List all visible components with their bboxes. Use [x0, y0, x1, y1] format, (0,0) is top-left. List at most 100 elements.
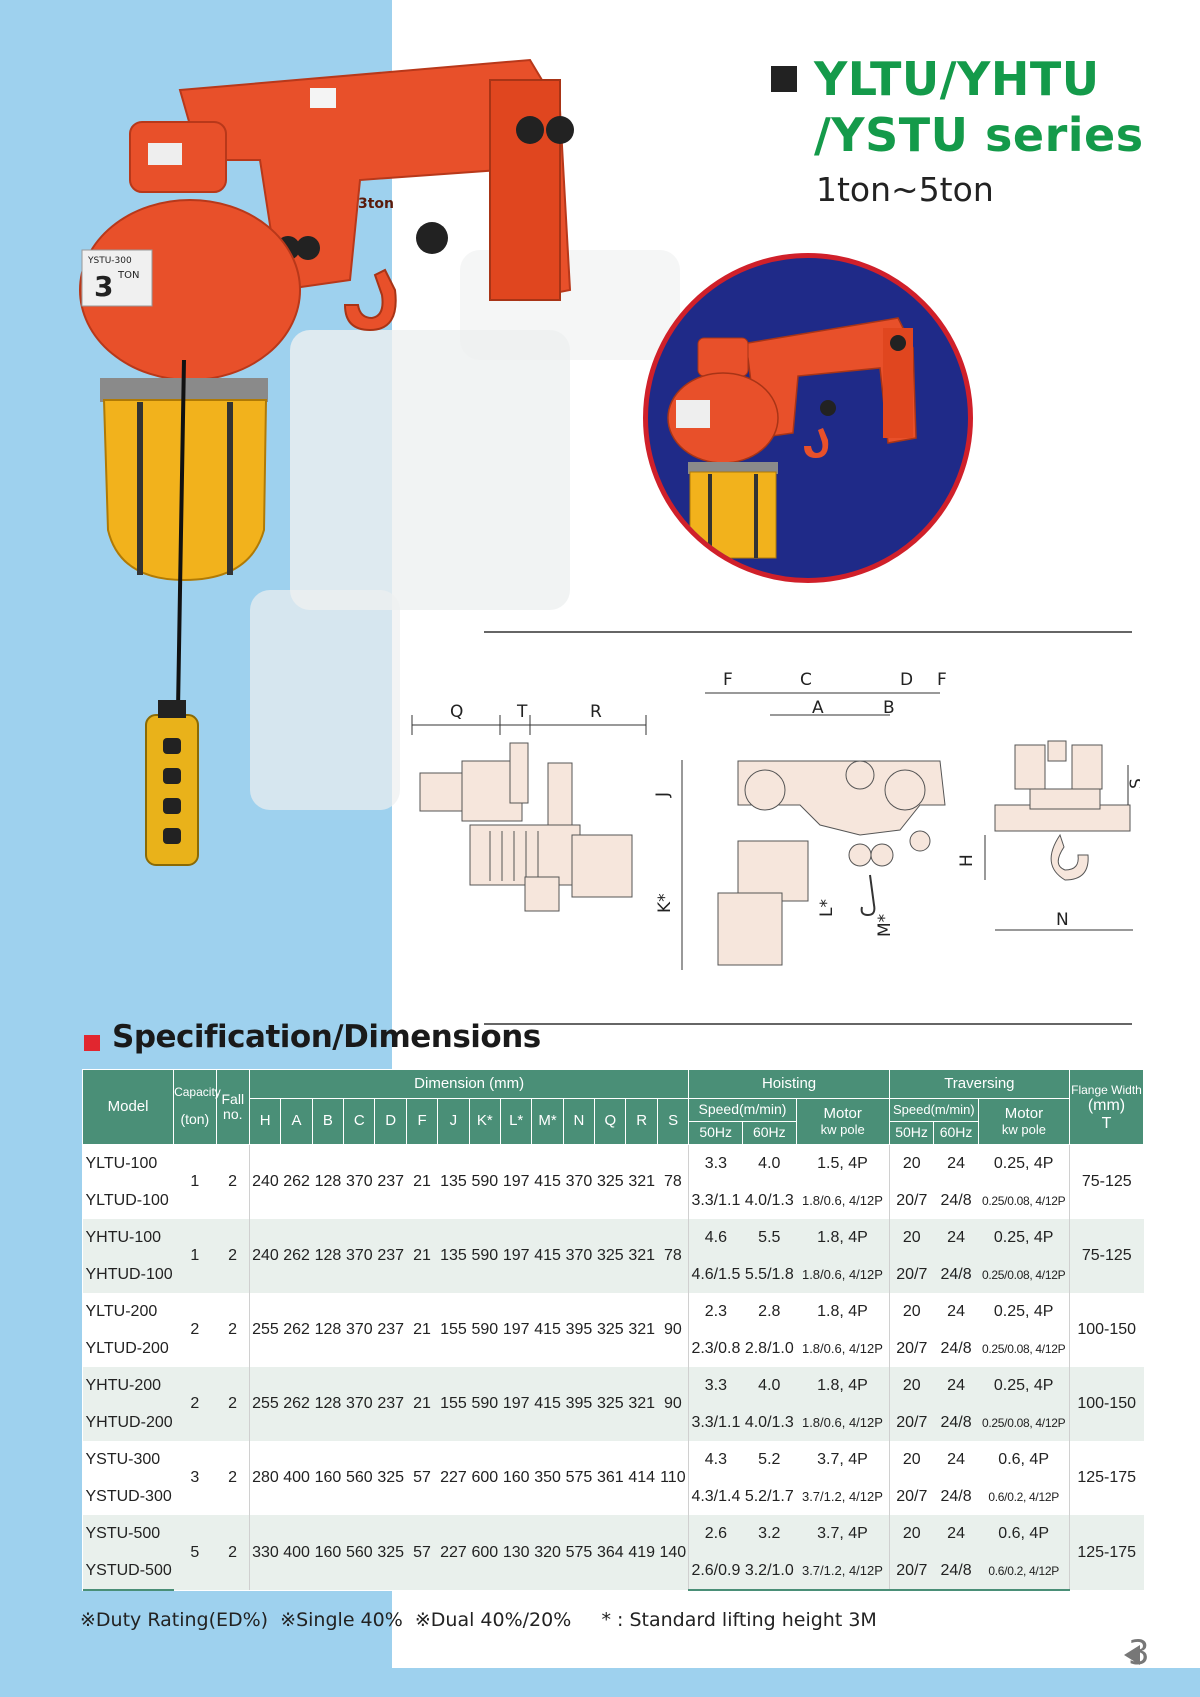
chain-bag: [102, 399, 268, 582]
dim-label-q: Q: [450, 702, 463, 722]
header-trav-60hz: 60Hz: [933, 1121, 979, 1145]
cell-dim-f: 21: [406, 1367, 438, 1441]
cell-dim-k: 590: [469, 1219, 501, 1293]
cell-hoist-60hz: 2.8: [758, 1302, 781, 1320]
cell-trav-motor: 0.25, 4P: [978, 1219, 1070, 1256]
cell-hoist-60hz: 2.8/1.0: [744, 1339, 794, 1357]
dim-label-f-left: F: [723, 670, 733, 690]
cell-trav-motor: 0.25, 4P: [993, 1154, 1054, 1172]
header-flange-sym: T: [1101, 1114, 1112, 1132]
cell-dim-m: 415: [534, 1173, 561, 1190]
cell-hoist-60hz: 5.2/1.7: [744, 1487, 794, 1505]
header-hoist-50hz: 50Hz: [688, 1121, 743, 1145]
cell-dim-l: 130: [500, 1515, 532, 1590]
cell-capacity: 2: [173, 1367, 217, 1441]
table-header-row: H A B C D F J K* L* M* N Q R S Speed(m/m…: [83, 1098, 1144, 1145]
cell-hoist-60hz: 3.2/1.0: [742, 1552, 797, 1591]
cell-dim-b: 128: [314, 1173, 342, 1190]
cell-dim-c: 370: [343, 1219, 375, 1293]
cell-capacity: 1: [173, 1219, 217, 1293]
cell-hoist-motor: 1.8/0.6, 4/12P: [801, 1341, 883, 1356]
capacity-range: 1ton~5ton: [816, 170, 994, 209]
cell-dim-c: 560: [343, 1515, 375, 1590]
trolley-knob: [416, 222, 448, 254]
cell-dim-n: 370: [565, 1173, 593, 1190]
cell-dim-r: 321: [625, 1367, 658, 1441]
header-model: Model: [81, 1069, 175, 1145]
cell-hoist-60hz: 4.0: [742, 1367, 797, 1404]
pendant-button: [163, 798, 181, 814]
cell-trav-50hz: 20: [888, 1367, 934, 1404]
cell-hoist-50hz: 3.3: [688, 1144, 743, 1182]
cell-trav-50hz: 20/7: [888, 1478, 934, 1515]
cell-hoist-50hz: 3.3/1.1: [688, 1182, 743, 1219]
cell-trav-50hz: 20/7: [888, 1552, 934, 1591]
cell-flange: 75-125: [1068, 1144, 1144, 1219]
cell-trav-50hz: 20/7: [888, 1256, 934, 1293]
page-number: 3: [1128, 1633, 1150, 1673]
cell-dim-h: 240: [248, 1144, 281, 1219]
cell-capacity: 5: [173, 1515, 217, 1590]
cell-trav-motor: 0.25/0.08, 4/12P: [978, 1256, 1070, 1293]
cell-dim-l: 197: [502, 1321, 530, 1338]
cell-dim-k: 590: [471, 1173, 499, 1190]
header-capacity-unit: (ton): [180, 1111, 210, 1128]
cell-flange: 100-150: [1068, 1367, 1144, 1441]
cell-model: YHTU-100: [82, 1219, 174, 1256]
dim-label-d: D: [900, 670, 913, 690]
cell-trav-50hz: 20: [888, 1441, 934, 1478]
cell-dim-j: 155: [437, 1367, 470, 1441]
cell-trav-60hz: 24: [933, 1367, 979, 1404]
pendant-cable: [176, 359, 186, 711]
cell-hoist-50hz: 4.3: [688, 1441, 743, 1478]
cell-flange: 125-175: [1068, 1441, 1144, 1515]
cell-model: YHTUD-200: [82, 1404, 174, 1441]
cell-fall: 2: [216, 1515, 250, 1590]
cell-hoist-60hz: 4.0/1.3: [742, 1404, 797, 1441]
hoist-trolley-photo: 3ton YSTU-300 3 TON: [79, 58, 574, 866]
cell-dim-n: 370: [563, 1219, 595, 1293]
header-dim-a: A: [280, 1098, 313, 1145]
header-dim-h: H: [248, 1098, 282, 1145]
cell-trav-50hz: 20/7: [888, 1182, 934, 1219]
header-trav-motor-label: Motor: [1004, 1104, 1044, 1122]
cell-fall: 2: [228, 1173, 237, 1190]
hoist-model-text: YSTU-300: [87, 256, 132, 266]
cell-dim-q: 325: [594, 1219, 626, 1293]
cell-dim-a: 400: [280, 1515, 313, 1590]
cell-model: YLTU-200: [85, 1302, 158, 1320]
cell-dim-d: 237: [374, 1367, 407, 1441]
trolley-knob: [296, 236, 320, 260]
cell-dim-n: 575: [563, 1515, 595, 1590]
series-title-line1: YLTU/YHTU: [814, 52, 1100, 106]
header-flange-label: Flange Width: [1071, 1082, 1142, 1097]
header-trav-50hz: 50Hz: [888, 1121, 935, 1145]
cell-hoist-motor: 1.5, 4P: [817, 1154, 868, 1172]
cell-dim-h: 255: [248, 1293, 281, 1367]
header-traversing: Traversing: [888, 1069, 1070, 1099]
cell-hoist-50hz: 3.3: [688, 1367, 743, 1404]
cell-trav-50hz: 20: [888, 1293, 934, 1330]
cell-trav-60hz: 24/8: [940, 1339, 972, 1357]
cell-dim-r: 321: [628, 1321, 656, 1338]
header-dim-q: Q: [594, 1098, 627, 1145]
cell-trav-60hz: 24/8: [933, 1256, 979, 1293]
dim-label-h: H: [957, 854, 977, 867]
header-hoist-60hz: 60Hz: [741, 1121, 797, 1145]
hoist-unit-text: TON: [117, 270, 139, 281]
cell-dim-r: 321: [625, 1219, 658, 1293]
cell-dim-c: 560: [345, 1469, 373, 1486]
cell-trav-60hz: 24/8: [933, 1404, 979, 1441]
header-dim-k: K*: [468, 1098, 501, 1145]
cell-hoist-motor: 3.7/1.2, 4/12P: [796, 1552, 890, 1591]
front-view: F C D F A B J K* L* M*: [653, 670, 947, 970]
cell-dim-f: 21: [413, 1173, 431, 1190]
trolley-side-plate: [489, 79, 561, 301]
cell-hoist-50hz: 2.3: [688, 1293, 743, 1330]
